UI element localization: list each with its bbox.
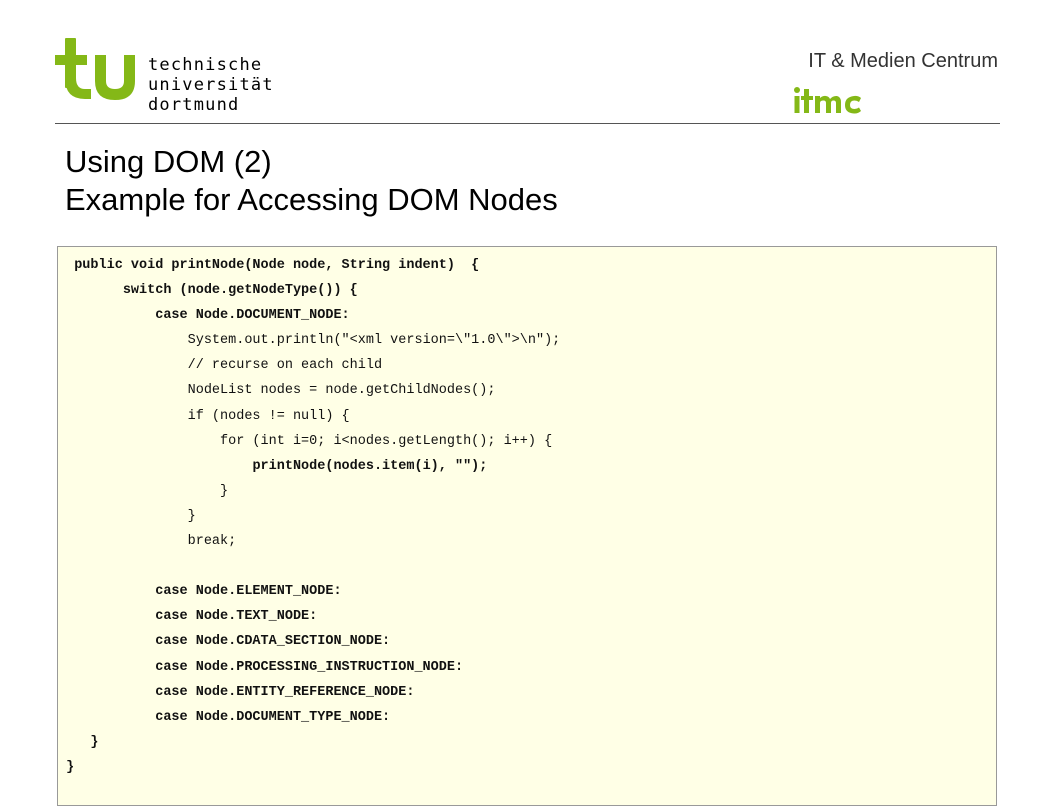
code-text: case Node.TEXT_NODE:: [155, 609, 318, 625]
university-name-line-2: universität: [148, 75, 274, 95]
code-line: case Node.DOCUMENT_TYPE_NODE:: [58, 705, 560, 730]
code-indent: [58, 710, 155, 725]
code-line: for (int i=0; i<nodes.getLength(); i++) …: [58, 429, 560, 454]
university-name: technische universität dortmund: [148, 55, 274, 115]
code-text: case Node.ENTITY_REFERENCE_NODE:: [155, 684, 415, 700]
code-indent: [58, 333, 188, 348]
code-text: }: [187, 508, 196, 524]
code-line: case Node.ELEMENT_NODE:: [58, 579, 560, 604]
code-text: case Node.DOCUMENT_TYPE_NODE:: [155, 709, 391, 725]
code-text: System.out.println("<xml version=\"1.0\"…: [187, 333, 561, 349]
code-line: NodeList nodes = node.getChildNodes();: [58, 378, 560, 403]
code-lines: public void printNode(Node node, String …: [58, 253, 560, 780]
code-line: case Node.PROCESSING_INSTRUCTION_NODE:: [58, 655, 560, 680]
tu-logo-icon: [55, 38, 135, 100]
code-indent: [58, 258, 74, 273]
code-indent: [58, 383, 188, 398]
code-indent: [58, 434, 220, 449]
slide-header: technische universität dortmund IT & Med…: [0, 0, 1058, 125]
code-indent: [58, 534, 188, 549]
code-indent: [58, 735, 90, 750]
code-line: break;: [58, 529, 560, 554]
code-line: }: [58, 504, 560, 529]
code-text: printNode(nodes.item(i), "");: [252, 458, 488, 474]
code-text: }: [220, 483, 229, 499]
header-divider: [55, 123, 1000, 124]
code-text: case Node.PROCESSING_INSTRUCTION_NODE:: [155, 659, 464, 675]
code-line: }: [58, 479, 560, 504]
code-indent: [58, 685, 155, 700]
code-text: case Node.DOCUMENT_NODE:: [155, 308, 350, 324]
code-line: // recurse on each child: [58, 353, 560, 378]
code-text: break;: [187, 534, 237, 550]
slide-title-line-1: Using DOM (2): [65, 144, 272, 179]
code-indent: [58, 283, 123, 298]
code-indent: [58, 509, 188, 524]
university-name-line-3: dortmund: [148, 95, 240, 115]
code-text: public void printNode(Node node, String …: [74, 258, 480, 273]
code-text: if (nodes != null) {: [187, 408, 350, 424]
code-line: case Node.CDATA_SECTION_NODE:: [58, 629, 560, 654]
code-indent: [58, 609, 155, 624]
code-text: NodeList nodes = node.getChildNodes();: [187, 383, 496, 399]
code-line: printNode(nodes.item(i), "");: [58, 454, 560, 479]
code-line: [58, 554, 560, 579]
code-indent: [58, 484, 220, 499]
code-text: // recurse on each child: [187, 358, 383, 374]
code-indent: [58, 459, 252, 474]
code-line: }: [58, 755, 560, 780]
code-indent: [58, 308, 155, 323]
code-text: case Node.ELEMENT_NODE:: [155, 584, 342, 600]
code-text: for (int i=0; i<nodes.getLength(); i++) …: [220, 433, 553, 449]
code-line: System.out.println("<xml version=\"1.0\"…: [58, 328, 561, 353]
code-text: switch (node.getNodeType()) {: [122, 283, 358, 299]
code-text: }: [66, 759, 75, 775]
code-indent: [58, 358, 188, 373]
university-name-line-1: technische: [148, 55, 263, 75]
slide-title-line-2: Example for Accessing DOM Nodes: [65, 182, 558, 217]
code-line: if (nodes != null) {: [58, 404, 560, 429]
itmc-logo-icon: [794, 87, 861, 114]
code-line: }: [58, 730, 560, 755]
code-line: case Node.TEXT_NODE:: [58, 604, 560, 629]
code-indent: [58, 584, 155, 599]
code-line: public void printNode(Node node, String …: [58, 253, 560, 278]
code-indent: [58, 634, 155, 649]
code-text: }: [90, 734, 99, 750]
code-indent: [58, 660, 155, 675]
department-title: IT & Medien Centrum: [808, 50, 998, 72]
code-text: case Node.CDATA_SECTION_NODE:: [155, 634, 391, 650]
code-block: public void printNode(Node node, String …: [57, 246, 997, 806]
code-line: case Node.DOCUMENT_NODE:: [58, 303, 560, 328]
code-line: switch (node.getNodeType()) {: [58, 278, 560, 303]
code-indent: [58, 760, 66, 775]
slide-title: Using DOM (2) Example for Accessing DOM …: [65, 143, 558, 219]
code-indent: [58, 409, 188, 424]
code-line: case Node.ENTITY_REFERENCE_NODE:: [58, 680, 560, 705]
